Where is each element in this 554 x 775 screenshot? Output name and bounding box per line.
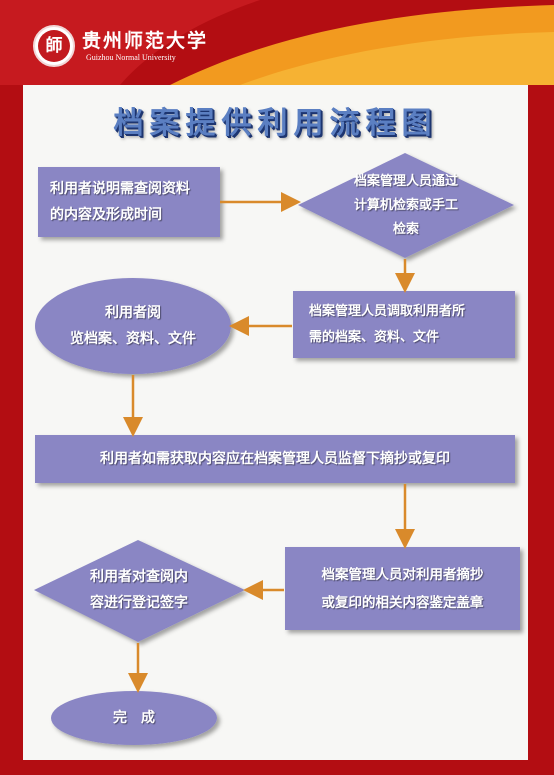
node-n8-shape [51, 691, 217, 745]
node-n6-shape [285, 547, 520, 630]
yellow-swoosh [240, 32, 554, 85]
node-n4-label: 利用者阅 览档案、资料、文件 [70, 305, 196, 347]
node-n2-shape [298, 153, 514, 258]
node-n1-shape [38, 167, 220, 237]
node-n7-shape [34, 540, 245, 642]
node-n6-label: 档案管理人员对利用者摘抄 或复印的相关内容鉴定盖章 [321, 566, 484, 611]
node-n3-label: 档案管理人员调取利用者所 需的档案、资料、文件 [309, 303, 466, 345]
node-n7-label: 利用者对查阅内 容进行登记签字 [90, 569, 188, 611]
page-title: 档案提供利用流程图 [113, 106, 438, 141]
node-n4-shape [35, 278, 231, 374]
node-n5-shape [35, 435, 515, 483]
school-name-cn: 贵州师范大学 [82, 30, 209, 52]
node-n1-label: 利用者说明需查阅资料 的内容及形成时间 [50, 181, 190, 223]
university-seal-icon: 師 [33, 25, 75, 67]
node-n2-label: 档案管理人员通过 计算机检索或手工 检索 [353, 174, 458, 237]
seal-mark: 師 [38, 30, 70, 62]
school-name-en: Guizhou Normal University [86, 53, 176, 62]
node-n8-label: 完 成 [113, 710, 155, 726]
node-n5-label: 利用者如需获取内容应在档案管理人员监督下摘抄或复印 [100, 451, 450, 467]
node-n3-shape [293, 291, 515, 358]
